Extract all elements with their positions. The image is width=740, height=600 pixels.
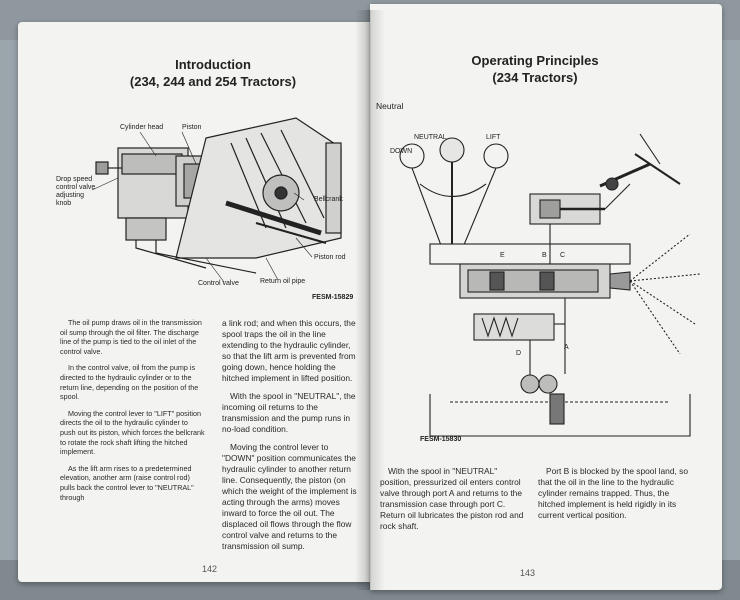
left-page-title: Introduction (234, 244 and 254 Tractors) [98,56,328,90]
label-port-d: D [516,350,522,357]
label-bellcrank: Bellcrank [314,196,343,203]
paragraph: With the spool in "NEUTRAL" position, pr… [380,466,524,531]
label-piston-rod: Piston rod [314,254,346,261]
paragraph: In the control valve, oil from the pump … [60,363,199,402]
figure-code-left: FESM-15829 [312,294,354,301]
left-page-column-1: The oil pump draws oil in the transmissi… [60,318,205,509]
hydraulic-schematic-diagram [399,133,701,437]
right-page-column-2: Port B is blocked by the spool land, so … [538,466,688,528]
label-neutral-lever: NEUTRAL [414,134,447,141]
paragraph: a link rod; and when this occurs, the sp… [222,318,356,383]
paragraph: Moving the control lever to "LIFT" posit… [60,408,205,457]
right-title-line1: Operating Principles [471,53,599,68]
label-piston: Piston [182,124,202,131]
cylinder-assembly-illustration [91,117,342,283]
label-port-c: C [560,252,566,259]
right-title-line2: (234 Tractors) [492,70,578,85]
left-title-line1: Introduction [175,57,251,72]
label-control-valve: Control valve [198,280,239,287]
paragraph: Port B is blocked by the spool land, so … [538,466,688,520]
label-return-oil-pipe: Return oil pipe [260,278,306,285]
label-lift: LIFT [486,134,501,141]
label-port-b: B [542,252,547,259]
paragraph: The oil pump draws oil in the transmissi… [60,318,202,356]
right-page-title: Operating Principles (234 Tractors) [410,52,660,86]
paragraph: With the spool in "NEUTRAL", the incomin… [222,391,356,434]
left-title-line2: (234, 244 and 254 Tractors) [129,74,297,89]
label-down: DOWN [390,148,413,155]
label-port-a: A [564,344,569,351]
label-drop-speed-knob: Drop speed control valve adjusting knob [56,176,96,207]
figure-code-right: FESM-15830 [420,436,462,443]
left-page: Introduction (234, 244 and 254 Tractors) [18,22,370,582]
label-neutral-heading: Neutral [376,101,404,111]
page-number-right: 143 [520,568,536,578]
page-number-left: 142 [202,564,218,574]
right-page: Operating Principles (234 Tractors) Neut… [370,4,722,590]
label-port-e: E [500,252,505,259]
right-page-column-1: With the spool in "NEUTRAL" position, pr… [380,466,530,539]
left-page-column-2: a link rod; and when this occurs, the sp… [222,318,360,559]
paragraph: Moving the control lever to "DOWN" posit… [222,442,357,551]
paragraph: As the lift arm rises to a predetermined… [60,463,194,502]
label-cylinder-head: Cylinder head [120,124,164,131]
